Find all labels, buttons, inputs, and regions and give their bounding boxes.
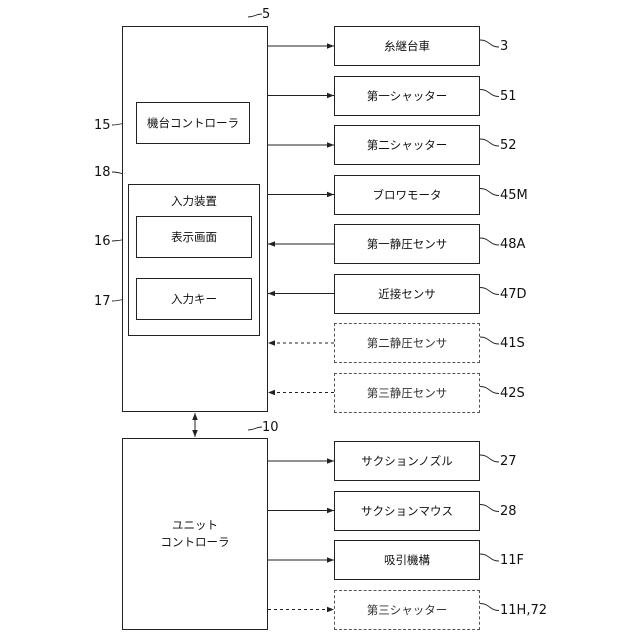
component-label: サクションマウス xyxy=(361,503,453,519)
machine-controller-ref: 15 xyxy=(94,119,111,133)
input-keys-label: 入力キー xyxy=(171,291,217,307)
component-ref: 45M xyxy=(500,189,528,203)
component-box: サクションノズル xyxy=(334,441,480,481)
component-label: 第一静圧センサ xyxy=(367,236,448,252)
ref-leader xyxy=(248,427,262,430)
ref-leader xyxy=(480,139,499,146)
component-ref: 51 xyxy=(500,90,517,104)
unit-controller-box: ユニット コントローラ xyxy=(122,438,268,630)
ref-leader xyxy=(480,40,499,47)
display-screen-label: 表示画面 xyxy=(171,229,217,245)
input-keys-ref: 17 xyxy=(94,295,111,309)
component-box: 第二シャッター xyxy=(334,125,480,165)
main-controller-ref: 5 xyxy=(262,8,270,22)
component-label: 糸継台車 xyxy=(384,38,430,54)
component-label: 第三シャッター xyxy=(367,602,448,618)
unit-controller-ref: 10 xyxy=(262,421,279,435)
component-ref: 48A xyxy=(500,238,525,252)
component-label: 吸引機構 xyxy=(384,552,430,568)
component-ref: 11F xyxy=(500,554,524,568)
component-box: 糸継台車 xyxy=(334,26,480,66)
ref-leader xyxy=(480,554,499,561)
component-label: サクションノズル xyxy=(361,453,452,469)
ref-leader xyxy=(248,14,262,17)
ref-leader xyxy=(480,189,499,196)
machine-controller-label: 機台コントローラ xyxy=(147,115,239,131)
component-ref: 28 xyxy=(500,505,517,519)
ref-leader xyxy=(480,505,499,512)
component-ref: 52 xyxy=(500,139,517,153)
component-ref: 47D xyxy=(500,288,527,302)
component-ref: 27 xyxy=(500,455,517,469)
component-ref: 42S xyxy=(500,387,525,401)
ref-leader xyxy=(480,288,499,295)
component-label: 第二シャッター xyxy=(367,137,448,153)
ref-leader xyxy=(480,455,499,462)
display-screen-box: 表示画面 xyxy=(136,216,252,258)
machine-controller-box: 機台コントローラ xyxy=(136,102,250,144)
component-box: 第二静圧センサ xyxy=(334,323,480,363)
component-box: 第一静圧センサ xyxy=(334,224,480,264)
component-box: サクションマウス xyxy=(334,491,480,531)
component-label: 第一シャッター xyxy=(367,88,448,104)
ref-leader xyxy=(480,337,499,344)
input-keys-box: 入力キー xyxy=(136,278,252,320)
input-device-ref: 18 xyxy=(94,166,111,180)
component-box: ブロワモータ xyxy=(334,175,480,215)
display-screen-ref: 16 xyxy=(94,235,111,249)
ref-leader xyxy=(480,238,499,245)
unit-controller-label: ユニット コントローラ xyxy=(161,517,230,551)
component-label: 第三静圧センサ xyxy=(367,385,448,401)
component-box: 第一シャッター xyxy=(334,76,480,116)
component-ref: 41S xyxy=(500,337,525,351)
component-box: 吸引機構 xyxy=(334,540,480,580)
component-box: 近接センサ xyxy=(334,274,480,314)
component-label: 近接センサ xyxy=(378,286,436,302)
ref-leader xyxy=(480,387,499,394)
ref-leader xyxy=(480,90,499,97)
component-label: 第二静圧センサ xyxy=(367,335,448,351)
component-ref: 11H,72 xyxy=(500,604,547,618)
component-box: 第三シャッター xyxy=(334,590,480,630)
component-box: 第三静圧センサ xyxy=(334,373,480,413)
input-device-label: 入力装置 xyxy=(171,193,217,209)
component-ref: 3 xyxy=(500,40,508,54)
component-label: ブロワモータ xyxy=(373,187,442,203)
ref-leader xyxy=(480,604,499,611)
